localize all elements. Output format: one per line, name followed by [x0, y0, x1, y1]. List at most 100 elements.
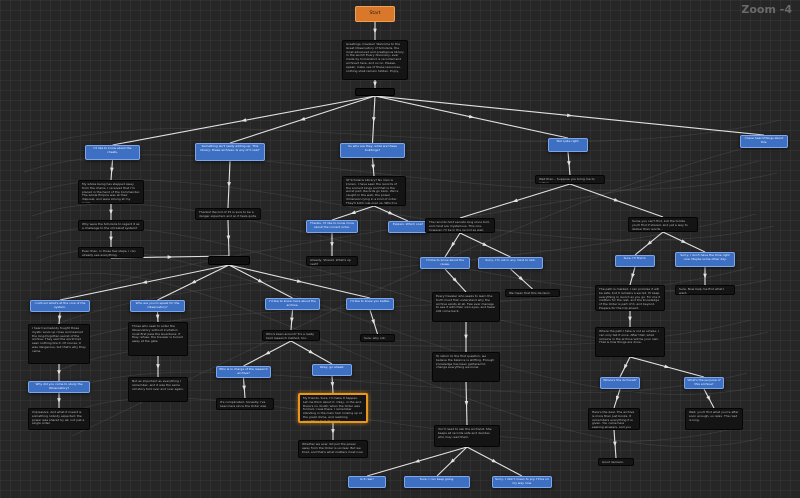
connector-arrow-icon	[373, 81, 377, 87]
node-text: Already, Shared. What's up next?	[310, 258, 351, 266]
dialogue-node-d-1b[interactable]: Why were the Scholaris to regard it as a…	[78, 220, 144, 231]
start-node[interactable]: Start	[355, 6, 395, 22]
dialogue-node-d-8b[interactable]: It's complicated, honestly. I've been he…	[216, 398, 274, 410]
dialogue-node-d-13a[interactable]: Here's the deal. The archive is more tha…	[588, 408, 640, 430]
choice-node-c-8b[interactable]: Okay, go ahead.	[312, 364, 352, 376]
connector-arrow-icon	[57, 398, 61, 404]
connector-arrow-icon	[141, 280, 148, 284]
dialogue-node-dsel[interactable]: My friends. Sure, I'll make it happen. L…	[298, 393, 368, 423]
node-text: Thanks, I'd like to know more about the …	[310, 221, 354, 229]
choice-node-c-1[interactable]: I'd like to know about the chests.	[85, 145, 140, 160]
dialogue-node-d-9[interactable]: Sure, why not.	[360, 334, 395, 342]
node-text: Who's been around? It's a really hard re…	[266, 332, 315, 340]
choice-node-c-8[interactable]: I'd like to know more about the archive.	[265, 298, 320, 310]
dialogue-node-d-3[interactable]: Of Scholaris Library? No man is known. I…	[342, 176, 406, 206]
choice-node-c-6[interactable]: I noticed what's at the core of the syst…	[30, 300, 90, 312]
choice-node-c-6b[interactable]: Why did you come to study the Observator…	[28, 381, 90, 393]
dialogue-node-d-5[interactable]: The records hold secrets long since told…	[425, 218, 495, 233]
choice-node-c-3b[interactable]: Explain. Which one?	[388, 221, 428, 233]
connector-arrow-icon	[299, 117, 306, 121]
connector-arrow-icon	[616, 395, 620, 402]
dialogue-node-d-13[interactable]: You'll need to ask the Archivist. She ke…	[434, 425, 500, 447]
node-text: Every traveler who seeks to learn the tr…	[436, 294, 496, 314]
choice-node-c-14b[interactable]: What's the purpose of this archive?	[684, 377, 724, 389]
dialogue-node-d-5d[interactable]: The path is marked. I can promise it wil…	[595, 285, 665, 311]
choice-node-c-9[interactable]: I'd like to know you better.	[346, 298, 394, 310]
choice-node-c-2[interactable]: Something isn't really adding up. This l…	[195, 143, 265, 161]
dialogue-node-d-5e[interactable]: Sure. Now help me find what I want.	[675, 285, 735, 295]
node-text: Some you can't find, but the tombs you'l…	[632, 219, 688, 231]
connector-arrow-icon	[623, 364, 628, 370]
connector-arrow-icon	[308, 349, 315, 354]
choice-node-c-3a[interactable]: Thanks, I'd like to know more about the …	[306, 220, 358, 233]
dialogue-node-d-6b[interactable]: Impressive. And what it meant is somethi…	[28, 408, 90, 430]
choice-node-c-5c[interactable]: Sure, I'll find it.	[615, 255, 655, 267]
dialogue-node-d-10[interactable]: Whether we ever did pull the power away …	[298, 440, 368, 458]
node-text: To return to the first question, we beli…	[436, 354, 495, 370]
dialogue-node-d-12[interactable]: To return to the first question, we beli…	[432, 352, 500, 382]
choice-node-c-5d[interactable]: Sorry, I don't have the time right now. …	[675, 252, 735, 267]
connector-arrow-icon	[468, 114, 475, 119]
dialogue-node-d-11[interactable]: Every traveler who seeks to learn the tr…	[432, 292, 500, 322]
connector-arrow-icon	[167, 255, 173, 259]
dialogue-node-d-6[interactable]: I heard somebody fought those mystic sou…	[28, 324, 90, 364]
hub-node-hub-2[interactable]	[208, 256, 250, 265]
dialogue-node-d-3b[interactable]: Already, Shared. What's up next?	[306, 256, 358, 266]
node-text: Sure, I'll find it.	[623, 256, 647, 260]
connector-arrow-icon	[156, 364, 160, 370]
dialogue-node-d-5b[interactable]: Some you can't find, but the tombs you'l…	[628, 217, 698, 232]
dialogue-node-d-7[interactable]: Those who seek to enter the Observatory …	[128, 322, 188, 356]
node-text: I'd like to know about the chests.	[93, 146, 132, 154]
dialogue-node-d-1c[interactable]: Even then, in those few steps, I can alr…	[78, 247, 144, 258]
connector-arrow-icon	[566, 113, 573, 118]
connector-arrow-icon	[706, 395, 711, 402]
node-text: I'd like to know you better.	[350, 299, 390, 303]
choice-node-c-7[interactable]: Who are you to speak for the Observatory…	[130, 300, 185, 312]
node-text: You'll need to ask the Archivist. She ke…	[438, 427, 492, 439]
dialogue-node-d-5c[interactable]: We mean that this decision isn't trivial…	[505, 289, 560, 297]
choice-node-c-14c[interactable]: Sorry, I didn't mean to pry. I'll be on …	[492, 476, 552, 488]
connector-arrow-icon	[257, 278, 264, 283]
node-text: Even then, in those few steps, I can alr…	[82, 249, 136, 257]
choice-node-c-14a[interactable]: Where's the Archivist?	[600, 377, 640, 389]
dialogue-node-d-8[interactable]: Who's been around? It's a really hard re…	[262, 330, 320, 341]
node-text: I have heard things about this.	[744, 136, 784, 144]
connector-arrow-icon	[372, 117, 376, 123]
connector-arrow-icon	[482, 242, 488, 247]
node-text: Sure. Now help me find what I want.	[679, 287, 725, 295]
node-text: Greetings, traveler! Welcome to the Grea…	[346, 42, 404, 73]
dialogue-node-d-7b[interactable]: Not as important as everything I remembe…	[128, 377, 188, 402]
connector-arrow-icon	[226, 235, 231, 241]
node-text: I'd like to know more about the archive.	[269, 299, 316, 307]
dialogue-node-intro[interactable]: Greetings, traveler! Welcome to the Grea…	[342, 40, 408, 80]
choice-node-c-5[interactable]: I have heard things about this.	[740, 135, 788, 148]
choice-node-c-4[interactable]: Not quite right.	[548, 138, 588, 152]
connector-arrow-icon	[464, 401, 469, 407]
node-text: Sorry, I don't have the time right now. …	[680, 253, 730, 261]
dialogue-node-d-4[interactable]: Well then... Suppose you bring me to jus…	[535, 175, 605, 184]
choice-node-c-13b[interactable]: Sure, I can keep going.	[404, 476, 470, 488]
choice-node-c-13a[interactable]: Is it real?	[348, 476, 386, 488]
connector-arrow-icon	[681, 239, 687, 244]
choice-node-c-3[interactable]: So who are they, what are these building…	[340, 143, 405, 158]
dialogue-node-d-13b[interactable]: Well, you'll find what you're after soon…	[685, 408, 743, 430]
dialogue-node-d-5f[interactable]: Where the path I take is not so simple, …	[595, 327, 665, 357]
background-wire	[63, 371, 748, 394]
choice-node-c-5a[interactable]: I'd like to know about the cause.	[420, 257, 470, 269]
dialogue-node-d-13c[interactable]: Good decision.	[598, 458, 634, 466]
background-wire	[47, 160, 760, 305]
node-text: Start	[369, 11, 381, 16]
node-text: Good decision.	[602, 460, 625, 464]
node-text: Sorry, I'm not in any mind to talk.	[485, 258, 536, 262]
node-text: Not as important as everything I remembe…	[132, 379, 184, 391]
connector-arrow-icon	[371, 319, 375, 325]
choice-node-c-5b[interactable]: Sorry, I'm not in any mind to talk.	[478, 257, 543, 269]
connector-arrow-icon	[567, 160, 571, 167]
node-text: I noticed what's at the core of the syst…	[34, 301, 86, 309]
choice-node-c-8a[interactable]: Who is in charge of the research archive…	[216, 366, 271, 378]
background-wire	[43, 273, 763, 447]
hub-node-hub-1[interactable]	[355, 88, 395, 96]
dialogue-node-d-2[interactable]: Thanks? Record of 15 is sure to be a dan…	[195, 208, 261, 220]
dialogue-node-d-1[interactable]: My whole being has stepped away from the…	[78, 180, 144, 204]
